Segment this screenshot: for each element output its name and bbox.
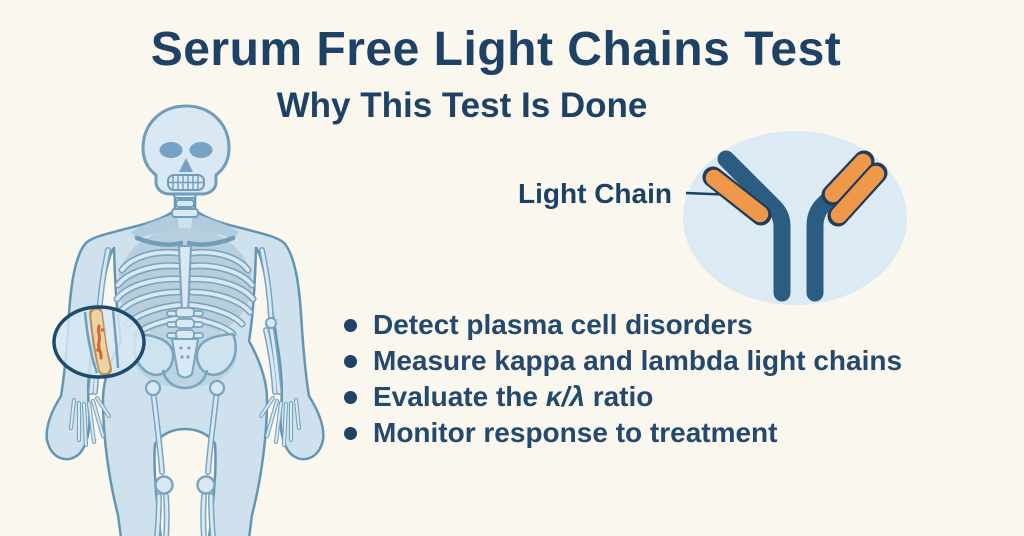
- antibody-figure: [683, 131, 907, 305]
- heavy-chain-left: [717, 150, 791, 302]
- bullet-dot-icon: [344, 318, 357, 332]
- bullet-text: Detect plasma cell disorders: [373, 309, 753, 340]
- bullet-item: Measure kappa and lambda light chains: [344, 343, 902, 379]
- heavy-chain-right: [806, 183, 845, 302]
- bone-lesion-mark: [96, 324, 103, 360]
- bullet-text: Measure kappa and lambda light chains: [373, 345, 903, 376]
- skeleton-illustration: [45, 104, 325, 536]
- bullet-dot-icon: [344, 426, 357, 440]
- skull: [141, 104, 231, 196]
- magnifier-circle: [52, 305, 146, 379]
- bullet-list: Detect plasma cell disorders Measure kap…: [344, 307, 902, 451]
- bullet-text: Evaluate the κ/λ ratio: [373, 381, 654, 412]
- bullet-item: Evaluate the κ/λ ratio: [344, 379, 902, 415]
- bullet-dot-icon: [344, 390, 357, 404]
- bullet-text: Monitor response to treatment: [373, 417, 778, 448]
- page-title: Serum Free Light Chains Test: [150, 23, 842, 76]
- bullet-item: Monitor response to treatment: [344, 415, 902, 451]
- bullet-dot-icon: [344, 354, 357, 368]
- antibody-icon: [702, 150, 888, 302]
- bullet-item: Detect plasma cell disorders: [344, 307, 902, 343]
- light-chain-left: [702, 166, 772, 226]
- light-chain-label: Light Chain: [518, 178, 672, 209]
- lumbar-spine: [166, 307, 204, 340]
- light-chain-right: [827, 162, 888, 227]
- page-subtitle: Why This Test Is Done: [276, 86, 648, 125]
- limb-bones: [71, 247, 302, 536]
